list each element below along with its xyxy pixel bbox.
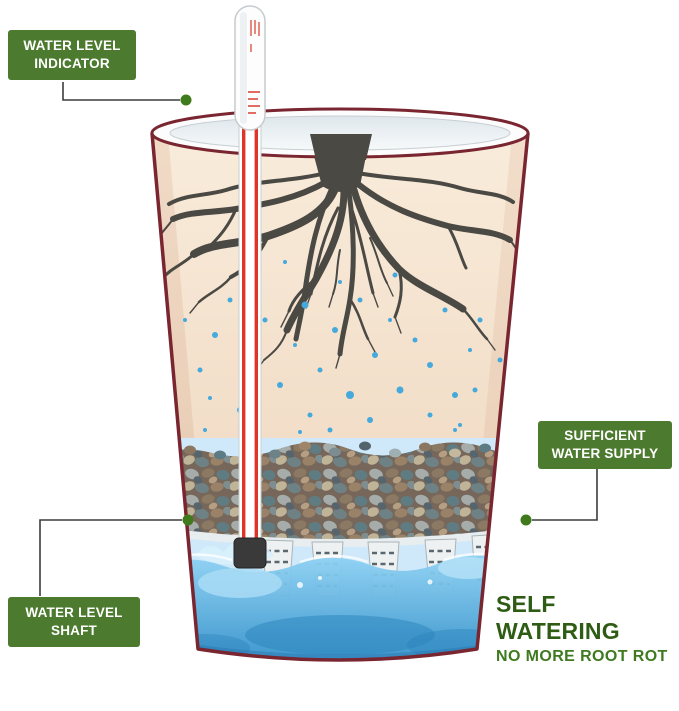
tagline-subtitle: NO MORE ROOT ROT [496, 648, 668, 665]
callout-sufficient-water-supply: SUFFICIENT WATER SUPPLY [538, 421, 672, 469]
callout-connectors [39, 82, 598, 596]
tagline-title: SELF WATERING [496, 591, 620, 644]
callout-label-line: WATER SUPPLY [551, 446, 659, 461]
water-level-indicator-tube [233, 5, 267, 569]
indicator-top-cap [234, 5, 266, 131]
connector-line-shaft [39, 519, 182, 596]
tagline: SELF WATERING NO MORE ROOT ROT [496, 591, 678, 666]
root-system [152, 156, 528, 375]
connector-line-supply [532, 469, 598, 521]
pot-outline [150, 132, 530, 662]
connector-dot-shaft [182, 514, 194, 526]
indicator-scale-marks [248, 20, 260, 114]
callout-label-line: SUFFICIENT [564, 428, 646, 444]
callout-water-level-indicator: WATER LEVEL INDICATOR [8, 30, 136, 80]
water-reservoir [152, 543, 528, 660]
connector-dot-supply [520, 514, 532, 526]
connector-dot-indicator [180, 94, 192, 106]
plant-trunk [310, 134, 372, 160]
callout-label-line: SHAFT [51, 623, 97, 638]
callout-label-line: INDICATOR [34, 56, 110, 71]
callout-water-level-shaft: WATER LEVEL SHAFT [8, 597, 140, 647]
indicator-bottom-cap [233, 537, 267, 569]
callout-label-line: WATER LEVEL [23, 38, 121, 54]
callout-label-line: WATER LEVEL [25, 605, 123, 621]
connector-line-indicator [62, 82, 180, 101]
gravel-layer [152, 441, 528, 541]
pot-interior [152, 131, 528, 660]
